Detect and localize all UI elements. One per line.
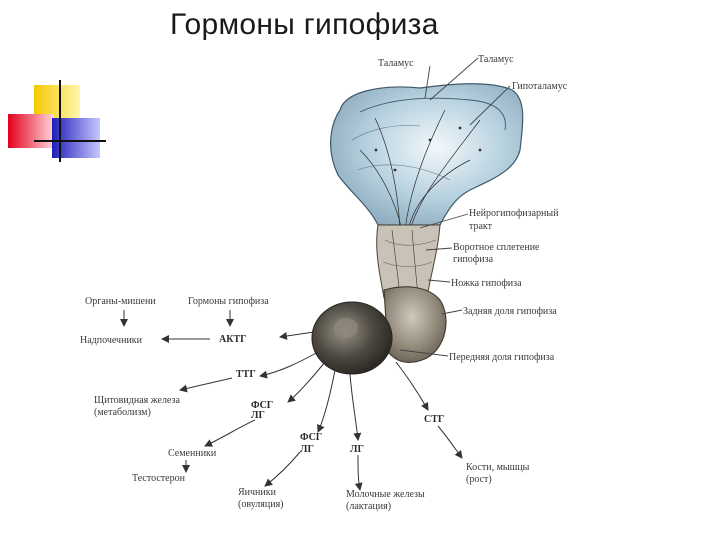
target-testosterone: Тестостерон <box>132 473 186 484</box>
label-portal-line2: гипофиза <box>453 254 494 265</box>
header-hormones: Гормоны гипофиза <box>188 296 269 307</box>
hormone-lg-2: ЛГ <box>300 444 314 455</box>
hypothalamus-illustration <box>330 83 524 231</box>
hormone-lg-1: ЛГ <box>251 410 265 421</box>
label-portal-line1: Воротное сплетение <box>453 242 540 253</box>
target-ovaries-line2: (овуляция) <box>238 499 284 510</box>
slide-title: Гормоны гипофиза <box>170 8 439 41</box>
anatomy-leaders <box>399 57 511 357</box>
pituitary-gland <box>311 286 447 375</box>
label-tract-line1: Нейрогипофизарный <box>469 208 559 219</box>
hormone-lg-3: ЛГ <box>350 444 364 455</box>
target-thyroid-line1: Щитовидная железа <box>94 395 180 406</box>
hormone-actg: АКТГ <box>219 334 247 345</box>
header-targets: Органы-мишени <box>85 296 156 307</box>
vertical-rule <box>59 80 61 162</box>
decorative-squares <box>0 80 110 170</box>
label-posterior-lobe: Задняя доля гипофиза <box>463 306 557 317</box>
label-thalamus-right: Таламус <box>478 54 514 65</box>
target-bones-line1: Кости, мышцы <box>466 462 530 473</box>
label-hypothalamus: Гипоталамус <box>512 81 568 92</box>
target-mammary-line2: (лактация) <box>346 501 391 512</box>
hormone-fsg-2: ФСГ <box>300 432 322 443</box>
label-thalamus-left: Таламус <box>378 58 414 69</box>
target-testes: Семенники <box>168 448 217 459</box>
label-stalk: Ножка гипофиза <box>451 278 522 289</box>
target-thyroid-line2: (метаболизм) <box>94 407 151 418</box>
hormone-stg: СТГ <box>424 414 444 425</box>
red-square <box>8 114 54 148</box>
hormone-ttg: ТТГ <box>236 369 256 380</box>
hormone-fsg-1: ФСГ <box>251 400 273 411</box>
target-bones-line2: (рост) <box>466 474 492 485</box>
target-mammary-line1: Молочные железы <box>346 489 425 500</box>
hormone-arrows <box>161 331 463 491</box>
label-anterior-lobe: Передняя доля гипофиза <box>449 352 555 363</box>
horizontal-rule <box>34 140 106 142</box>
target-adrenals: Надпочечники <box>80 335 143 346</box>
target-ovaries-line1: Яичники <box>238 487 277 498</box>
label-tract-line2: тракт <box>469 221 493 232</box>
